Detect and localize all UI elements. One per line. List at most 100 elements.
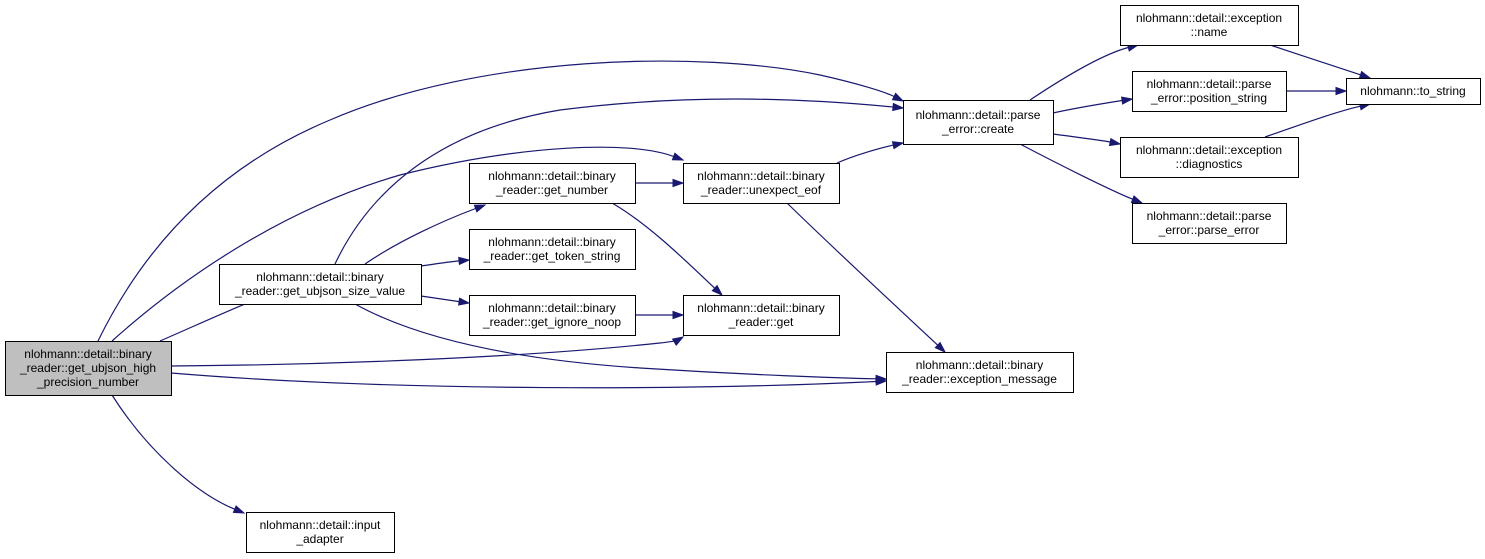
arrowhead-icon: [671, 336, 685, 347]
node-label-line: _reader::unexpect_eof: [700, 183, 822, 197]
edge-line: [1052, 99, 1123, 114]
node-box: [903, 100, 1054, 145]
arrowhead-icon: [232, 505, 246, 514]
node-get-ignore-noop[interactable]: nlohmann::detail::binary_reader::get_ign…: [469, 295, 636, 336]
node-label-line: _reader::get_ignore_noop: [482, 315, 621, 329]
arrowhead-icon: [1108, 137, 1122, 147]
edge-get-number-to-get: [611, 202, 724, 297]
edge-line: [1019, 143, 1133, 200]
node-box: [1120, 137, 1299, 178]
node-get-token-string[interactable]: nlohmann::detail::binary_reader::get_tok…: [469, 229, 636, 270]
edge-size-value-to-get-ignore-noop: [420, 295, 471, 306]
node-box: [469, 229, 636, 270]
node-label-line: nlohmann::detail::parse: [916, 108, 1041, 122]
edge-line: [354, 303, 877, 380]
edge-unexpect-eof-to-exception-message: [786, 202, 947, 354]
node-label-line: nlohmann::detail::exception: [1136, 11, 1282, 25]
arrowhead-icon: [672, 178, 685, 188]
node-unexpect-eof[interactable]: nlohmann::detail::binary_reader::unexpec…: [683, 163, 840, 204]
edge-parse-error-create-to-diagnostics: [1052, 133, 1122, 147]
arrowhead-icon: [672, 310, 685, 320]
edge-size-value-to-exception-message: [354, 303, 888, 383]
node-label-line: nlohmann::detail::input: [260, 518, 381, 532]
node-label-line: _precision_number: [36, 375, 139, 389]
node-box: [683, 163, 840, 204]
node-box: [1120, 5, 1299, 46]
edge-parse-error-create-to-position-string: [1052, 96, 1134, 114]
edge-parse-error-create-to-exception-name: [1029, 43, 1140, 101]
node-label-line: nlohmann::detail::binary: [697, 301, 824, 315]
arrowhead-icon: [934, 341, 947, 354]
node-parse-error-create[interactable]: nlohmann::detail::parse_error::create: [903, 100, 1054, 145]
edge-line: [420, 295, 460, 303]
node-size-value[interactable]: nlohmann::detail::binary_reader::get_ubj…: [219, 264, 422, 305]
arrowhead-icon: [891, 92, 905, 102]
node-box: [1132, 71, 1287, 112]
edge-position-string-to-to-string: [1286, 86, 1348, 96]
edge-get-ignore-noop-to-get: [635, 310, 685, 320]
arrowhead-icon: [891, 141, 905, 150]
node-label-line: nlohmann::detail::parse: [1147, 209, 1272, 223]
node-diagnostics[interactable]: nlohmann::detail::exception::diagnostics: [1120, 137, 1299, 178]
arrowhead-icon: [892, 102, 905, 112]
arrowhead-icon: [875, 374, 888, 383]
node-label-line: nlohmann::detail::exception: [1136, 143, 1282, 157]
edge-root-to-parse-error-create: [97, 60, 905, 342]
node-label-line: nlohmann::detail::binary: [488, 301, 615, 315]
edge-line: [1269, 44, 1361, 76]
node-box: [246, 512, 395, 553]
arrowhead-icon: [1358, 70, 1372, 79]
edge-line: [111, 146, 674, 342]
edge-line: [97, 60, 895, 342]
node-label-line: ::name: [1191, 25, 1228, 39]
node-label-line: nlohmann::detail::parse: [1147, 77, 1272, 91]
node-position-string[interactable]: nlohmann::detail::parse_error::position_…: [1132, 71, 1287, 112]
edge-line: [1264, 105, 1361, 138]
edge-size-value-to-parse-error-create: [334, 98, 905, 265]
edge-line: [786, 202, 939, 346]
edge-line: [1052, 133, 1111, 143]
node-label-line: _reader::get_ubjson_high: [19, 361, 156, 375]
node-get-number[interactable]: nlohmann::detail::binary_reader::get_num…: [469, 163, 636, 204]
node-box: [469, 163, 636, 204]
node-input-adapter[interactable]: nlohmann::detail::input_adapter: [246, 512, 395, 553]
edge-root-to-get: [170, 336, 685, 367]
edge-exception-name-to-to-string: [1269, 44, 1372, 79]
node-parse-error-ctor[interactable]: nlohmann::detail::parse_error::parse_err…: [1132, 203, 1287, 244]
edge-line: [1029, 46, 1129, 101]
edge-size-value-to-get-token-string: [420, 256, 471, 267]
edges-layer: [97, 43, 1372, 514]
node-label-line: nlohmann::detail::binary: [697, 169, 824, 183]
edge-root-to-unexpect-eof: [111, 146, 685, 342]
node-to-string[interactable]: nlohmann::to_string: [1346, 78, 1481, 105]
arrowhead-icon: [1335, 86, 1348, 96]
node-label-line: _error::position_string: [1150, 91, 1267, 105]
edge-unexpect-eof-to-parse-error-create: [836, 141, 905, 164]
node-label-line: nlohmann::detail::binary: [488, 169, 615, 183]
node-box: [886, 352, 1074, 393]
edge-line: [334, 98, 894, 265]
node-label-line: nlohmann::to_string: [1360, 84, 1465, 98]
arrowhead-icon: [671, 152, 685, 161]
node-label-line: _adapter: [295, 532, 343, 546]
node-label-line: nlohmann::detail::binary: [24, 347, 151, 361]
edge-line: [611, 202, 716, 289]
node-box: [1346, 78, 1481, 105]
node-label-line: _reader::get_number: [495, 183, 608, 197]
node-label-line: _reader::exception_message: [901, 372, 1057, 386]
edge-line: [364, 207, 476, 265]
node-exception-message[interactable]: nlohmann::detail::binary_reader::excepti…: [886, 352, 1074, 393]
arrowhead-icon: [711, 284, 724, 297]
arrowhead-icon: [473, 204, 487, 213]
edge-line: [420, 260, 460, 267]
node-label-line: _reader::get_ubjson_size_value: [234, 284, 405, 298]
node-exception-name[interactable]: nlohmann::detail::exception::name: [1120, 5, 1299, 46]
node-get[interactable]: nlohmann::detail::binary_reader::get: [683, 295, 840, 336]
edge-line: [159, 300, 253, 342]
edge-line: [170, 340, 676, 367]
edge-size-value-to-get-number: [364, 204, 487, 265]
node-label-line: nlohmann::detail::binary: [916, 358, 1043, 372]
edge-root-to-input-adapter: [111, 394, 246, 514]
arrowhead-icon: [1130, 195, 1144, 204]
